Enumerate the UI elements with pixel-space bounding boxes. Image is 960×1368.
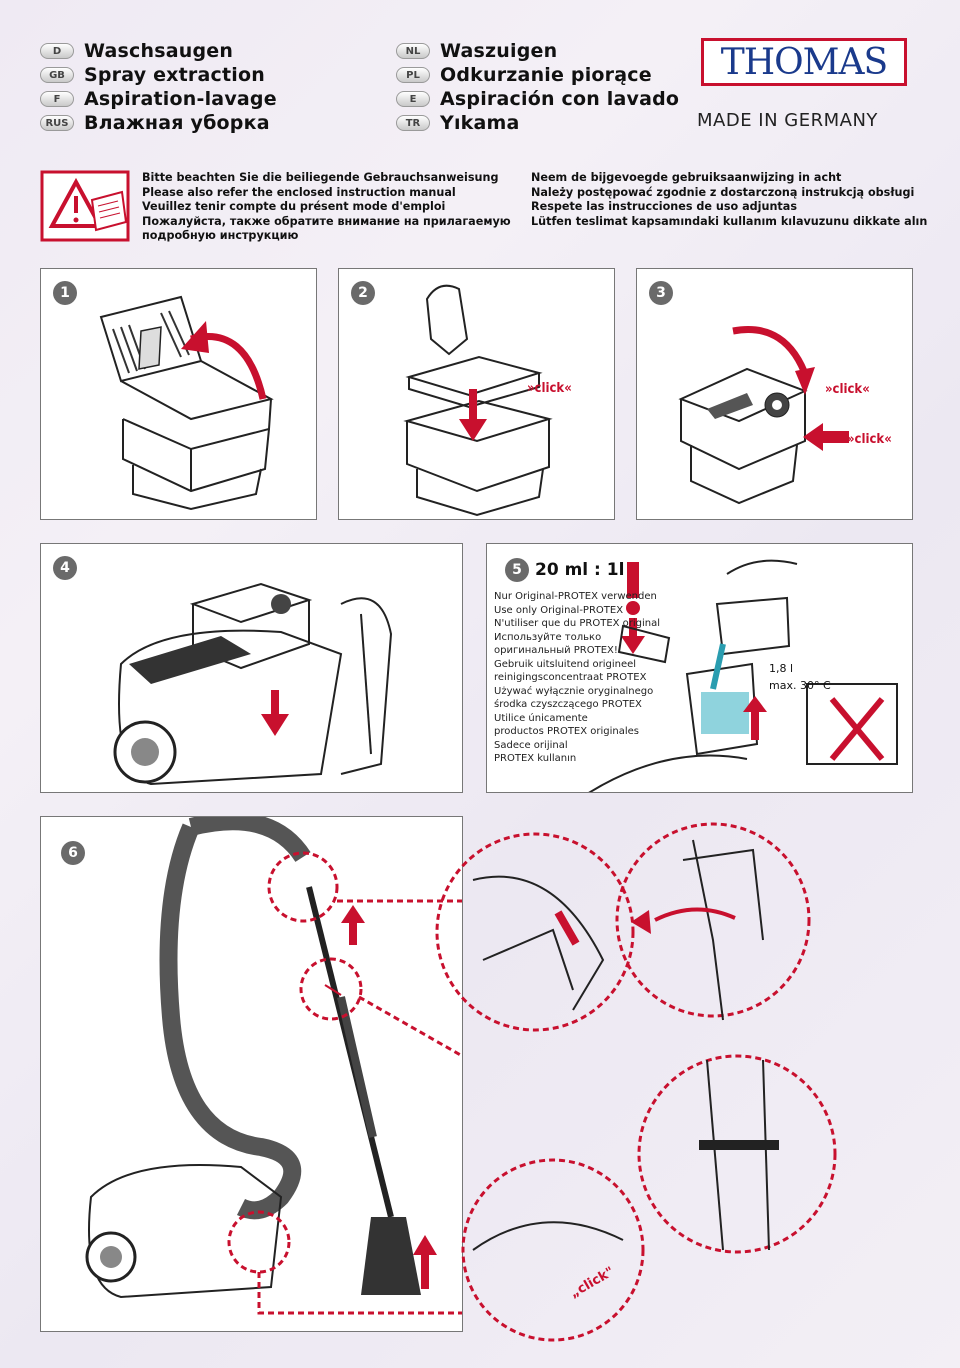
warning-line: Respete las instrucciones de uso adjunta… — [531, 200, 797, 213]
water-volume: 1,8 l — [769, 662, 794, 675]
warning-line: Neem de bijgevoegde gebruiksaanwijzing i… — [531, 171, 842, 184]
language-row: PL Odkurzanie piorące — [396, 64, 652, 86]
protex-line: N'utiliser que du PROTEX original — [494, 618, 661, 629]
language-row: RUS Влажная уборка — [40, 112, 270, 134]
insert-filter-illustration — [403, 284, 553, 517]
language-label: Yıkama — [440, 112, 520, 134]
language-code-badge: TR — [396, 115, 430, 131]
warning-manual-icon — [40, 170, 130, 242]
protex-line: Nur Original-PROTEX verwenden — [494, 591, 657, 602]
language-label: Aspiración con lavado — [440, 88, 680, 110]
click-label: »click« — [847, 432, 892, 447]
click-label: »click« — [527, 381, 572, 396]
protex-line: Sadece orijinal — [494, 739, 568, 751]
water-temperature: max. 30° C — [769, 679, 831, 692]
language-label: Aspiration-lavage — [84, 88, 277, 110]
protex-line: productos PROTEX originales — [494, 726, 640, 737]
language-code-badge: D — [40, 43, 74, 59]
language-label: Waszuigen — [440, 40, 558, 62]
step-2-panel: 2 »click« — [338, 268, 615, 520]
assemble-hose-illustration — [85, 817, 462, 1315]
language-code-badge: E — [396, 91, 430, 107]
language-row: GB Spray extraction — [40, 64, 265, 86]
step-number: 5 — [505, 558, 529, 582]
warning-line: Lütfen teslimat kapsamındaki kullanım kı… — [531, 214, 928, 228]
close-container-illustration — [678, 326, 849, 505]
warning-line: Пожалуйста, также обратите внимание на п… — [142, 214, 511, 228]
protex-line: Używać wyłącznie oryginalnego — [494, 685, 654, 697]
step-4-panel: 4 — [40, 543, 463, 793]
dosage-ratio: 20 ml : 1l — [535, 560, 625, 580]
language-code-badge: NL — [396, 43, 430, 59]
step-1-panel: 1 — [40, 268, 317, 520]
step-number: 1 — [53, 281, 77, 305]
warning-line: Please also refer the enclosed instructi… — [142, 185, 456, 199]
open-container-illustration — [99, 295, 274, 511]
protex-line: Gebruik uitsluitend origineel — [494, 658, 637, 670]
protex-line: оригинальный PROTEX! — [494, 645, 618, 656]
protex-line: Используйте только — [494, 631, 602, 643]
step-number: 6 — [61, 841, 85, 865]
protex-line: środka czyszczącego PROTEX — [494, 699, 642, 710]
language-code-badge: PL — [396, 67, 430, 83]
click-label: »click« — [825, 382, 870, 397]
step-3-panel: 3 »click« »click« — [636, 268, 913, 520]
language-label: Odkurzanie piorące — [440, 64, 652, 86]
brand-name: THOMAS — [720, 41, 888, 83]
language-code-badge: F — [40, 91, 74, 107]
step-5-panel: 5 20 ml : 1l 1,8 l max. 30° C — [486, 543, 913, 793]
step-number: 4 — [53, 556, 77, 580]
language-row: NL Waszuigen — [396, 40, 557, 62]
language-label: Spray extraction — [84, 64, 265, 86]
protex-line: reinigingsconcentraat PROTEX — [494, 672, 647, 683]
place-container-illustration — [113, 582, 393, 786]
language-row: D Waschsaugen — [40, 40, 233, 62]
language-code-badge: GB — [40, 67, 74, 83]
language-row: TR Yıkama — [396, 112, 520, 134]
fill-water-illustration — [588, 559, 898, 792]
language-label: Влажная уборка — [84, 112, 270, 134]
warning-line: Należy postępować zgodnie z dostarczoną … — [531, 185, 915, 199]
step-6-panel: 6 — [40, 816, 463, 1332]
protex-line: Utilice únicamente — [494, 712, 588, 724]
language-label: Waschsaugen — [84, 40, 234, 62]
language-row: F Aspiration-lavage — [40, 88, 277, 110]
warning-text-right: Neem de bijgevoegde gebruiksaanwijzing i… — [531, 171, 927, 229]
thomas-logo: THOMAS — [701, 38, 907, 86]
protex-instructions: Nur Original-PROTEX verwenden Use only O… — [494, 590, 660, 766]
warning-text-left: Bitte beachten Sie die beiliegende Gebra… — [142, 171, 511, 244]
zoom-details: „click" — [435, 822, 837, 1342]
language-code-badge: RUS — [40, 115, 74, 131]
step-number: 3 — [649, 281, 673, 305]
protex-line: PROTEX kullanın — [494, 753, 577, 764]
click-label: „click" — [568, 1264, 617, 1301]
warning-line: Veuillez tenir compte du présent mode d'… — [142, 200, 446, 213]
protex-line: Use only Original-PROTEX — [494, 604, 624, 616]
warning-line: подробную инструкцию — [142, 229, 299, 242]
warning-line: Bitte beachten Sie die beiliegende Gebra… — [142, 171, 499, 184]
step-number: 2 — [351, 281, 375, 305]
made-in-germany: MADE IN GERMANY — [697, 110, 878, 131]
language-row: E Aspiración con lavado — [396, 88, 679, 110]
